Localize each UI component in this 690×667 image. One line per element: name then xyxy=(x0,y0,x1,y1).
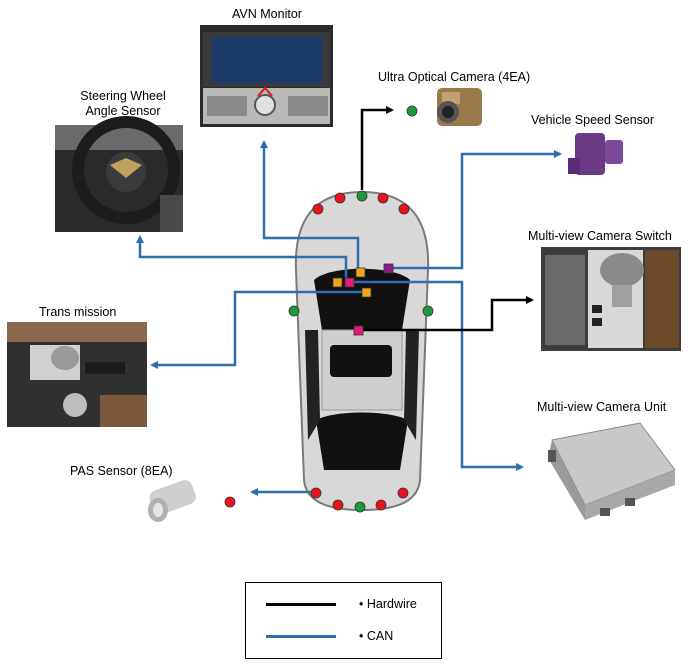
hardwire-line-switch xyxy=(358,296,534,332)
sensor-front-2 xyxy=(334,192,346,204)
legend-hardwire-label: • Hardwire xyxy=(359,597,417,611)
label-transmission: Trans mission xyxy=(39,305,117,319)
can-line-speed xyxy=(392,150,562,270)
label-mv-unit: Multi-view Camera Unit xyxy=(537,400,667,414)
connector-pink-1 xyxy=(344,277,355,288)
mv-switch-image xyxy=(541,247,681,351)
legend-can-line xyxy=(266,635,336,638)
sensor-rear-cam xyxy=(354,501,366,513)
sensor-rear-2 xyxy=(332,499,344,511)
connector-orange-2 xyxy=(355,267,366,278)
sensor-front-1 xyxy=(312,203,324,215)
connectors xyxy=(332,263,394,336)
sensor-rear-1 xyxy=(310,487,322,499)
legend-can-label: • CAN xyxy=(359,629,394,643)
label-mv-switch: Multi-view Camera Switch xyxy=(528,229,672,243)
sensor-right-cam xyxy=(422,305,434,317)
speed-sensor-image xyxy=(568,133,623,175)
avn-monitor-image xyxy=(200,25,333,127)
label-steering-line2: Angle Sensor xyxy=(85,104,161,118)
sensor-left-cam xyxy=(288,305,300,317)
steering-wheel-image xyxy=(55,116,183,232)
car-top-view xyxy=(294,190,430,512)
can-lines xyxy=(136,140,562,496)
connector-pink-2 xyxy=(353,325,364,336)
hardwire-lines xyxy=(358,106,534,332)
legend-hardwire-line xyxy=(266,603,336,606)
sensor-front-3 xyxy=(377,192,389,204)
connector-purple xyxy=(383,263,394,274)
label-steering-line1: Steering Wheel xyxy=(80,89,166,103)
pas-marker-dot xyxy=(224,496,236,508)
mv-unit-image xyxy=(548,422,676,520)
sensor-front-4 xyxy=(398,203,410,215)
hardwire-line-camera xyxy=(360,106,394,190)
sensor-rear-3 xyxy=(375,499,387,511)
connector-orange-1 xyxy=(332,277,343,288)
label-steering-wheel: Steering Wheel Angle Sensor xyxy=(68,89,178,119)
label-ultra-camera: Ultra Optical Camera (4EA) xyxy=(378,70,531,84)
pas-sensor-image xyxy=(148,480,196,522)
can-line-steering xyxy=(136,235,348,282)
can-line-avn xyxy=(260,140,360,270)
sensor-front-cam xyxy=(356,190,368,202)
ultra-camera-image xyxy=(437,88,482,126)
sensor-dots xyxy=(224,105,434,513)
sensor-rear-4 xyxy=(397,487,409,499)
label-pas-sensor: PAS Sensor (8EA) xyxy=(70,464,173,478)
label-avn-monitor: AVN Monitor xyxy=(232,7,302,21)
camera-marker-dot xyxy=(406,105,418,117)
connector-orange-3 xyxy=(361,287,372,298)
transmission-image xyxy=(7,322,147,427)
label-vehicle-speed: Vehicle Speed Sensor xyxy=(531,113,655,127)
can-line-transmission xyxy=(150,290,366,369)
legend: • Hardwire • CAN xyxy=(245,582,442,659)
can-line-mv-unit xyxy=(352,280,524,471)
